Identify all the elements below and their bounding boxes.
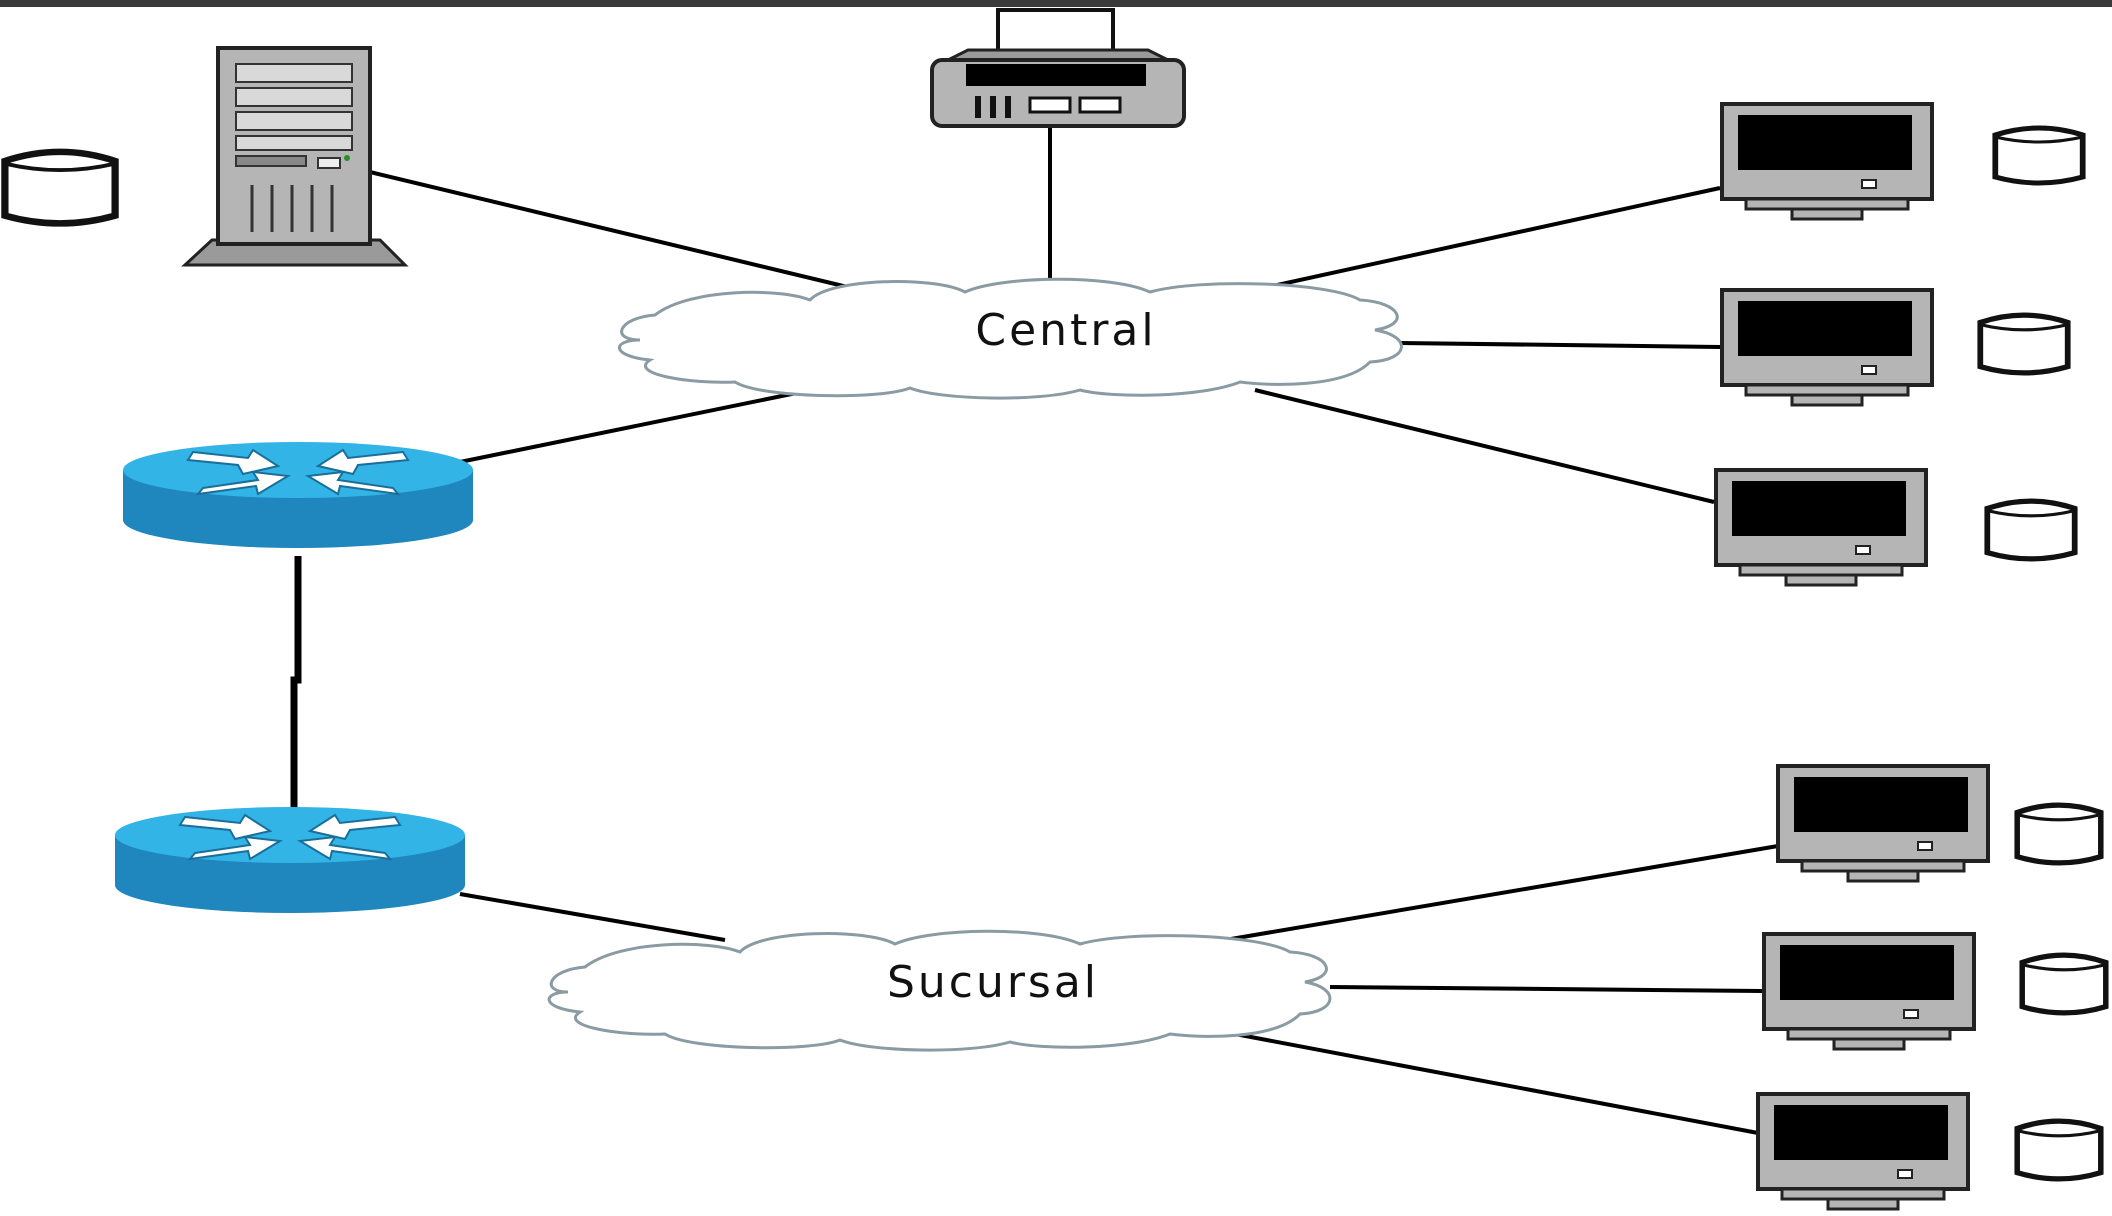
- link-sucursal-pc6: [1234, 1032, 1759, 1135]
- storage-cylinder-icon: [1987, 501, 2074, 559]
- link-sucursal-pc4: [1224, 844, 1779, 942]
- storage-cylinder-icon: [2017, 1121, 2101, 1179]
- link-sucursal-pc5: [1329, 985, 1763, 993]
- storage-cylinder-icon: [2022, 955, 2106, 1013]
- router-icon: [114, 806, 466, 914]
- storage-cylinder-icon: [2017, 805, 2101, 863]
- central-cloud: Central: [618, 277, 1403, 400]
- sucursal-cloud: Sucursal: [547, 929, 1332, 1052]
- link-central-pc2: [1399, 341, 1721, 349]
- monitor-icon: [1720, 102, 1934, 221]
- monitor-icon: [1720, 288, 1934, 407]
- monitor-icon: [1762, 932, 1976, 1051]
- sucursal-cloud-label: Sucursal: [887, 957, 1099, 1008]
- links: [290, 120, 1779, 1135]
- monitor-icon: [1714, 468, 1928, 587]
- storage-cylinder-icon: [5, 152, 115, 224]
- storage-cylinder-icon: [1995, 128, 2082, 183]
- link-router2-sucursal: [459, 892, 726, 942]
- central-cloud-label: Central: [975, 305, 1156, 356]
- printer-icon: [930, 8, 1186, 128]
- router-icon: [122, 441, 474, 549]
- link-router1-router2: [290, 556, 302, 808]
- link-central-pc1: [1244, 186, 1721, 294]
- top-bar: [0, 0, 2112, 7]
- link-central-pc3: [1254, 388, 1715, 504]
- server-tower-icon: [183, 46, 407, 267]
- monitor-icon: [1756, 1092, 1970, 1211]
- link-server-central: [369, 170, 861, 292]
- monitor-icon: [1776, 764, 1990, 883]
- storage-cylinder-icon: [1980, 315, 2067, 373]
